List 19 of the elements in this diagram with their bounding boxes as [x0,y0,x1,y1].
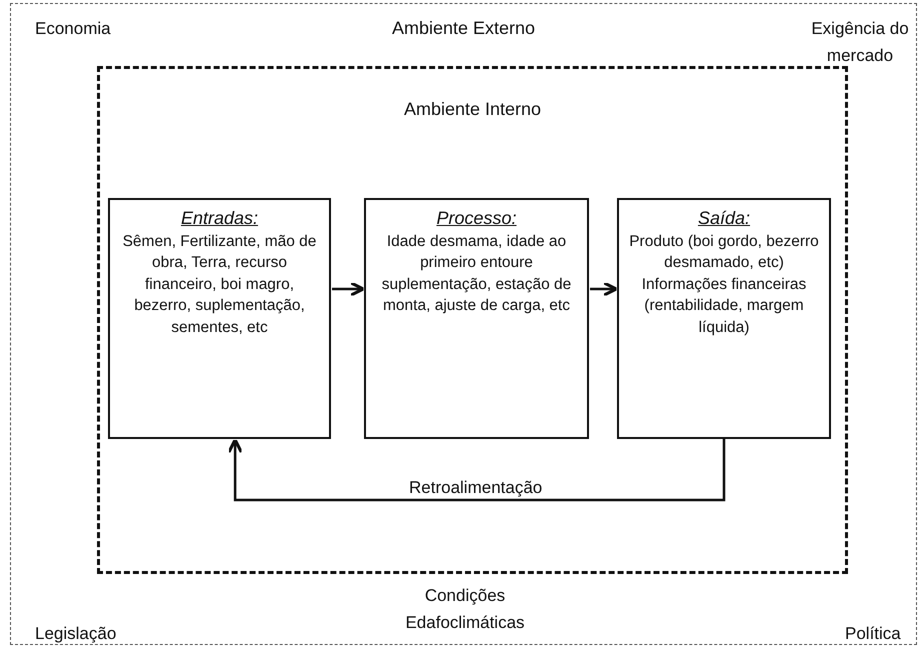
box-heading: Processo: [435,208,518,229]
environment-factor: Economia [35,18,111,40]
arrow [590,281,618,297]
environment-factor: Legislação [35,623,116,645]
box-text: Idade desmama, idade ao primeiro entoure suplementação, estação de monta, ajuste de carga, etc [380,232,572,316]
box-heading: Entradas: [180,208,260,229]
environment-factor: Condições Edafoclimáticas [404,585,526,634]
arrow [227,438,726,502]
frame-heading: Ambiente Externo [392,18,536,38]
box-text: Produto (boi gordo, bezerro desmamado, etc) Informações financeiras (rentabilidade, margem líquida) [628,232,820,338]
process-box [108,198,331,439]
frame-heading: Ambiente Interno [404,99,542,119]
process-box [364,198,589,439]
environment-factor: Política [845,623,901,645]
environment-factor: Exigência do mercado [810,18,910,68]
box-heading: Saída: [696,208,752,229]
arrow [332,281,365,297]
box-text: Sêmen, Fertilizante, mão de obra, Terra, recurso financeiro, boi magro, bezerro, suplementação, sementes, etc [122,232,318,338]
process-box [617,198,831,439]
